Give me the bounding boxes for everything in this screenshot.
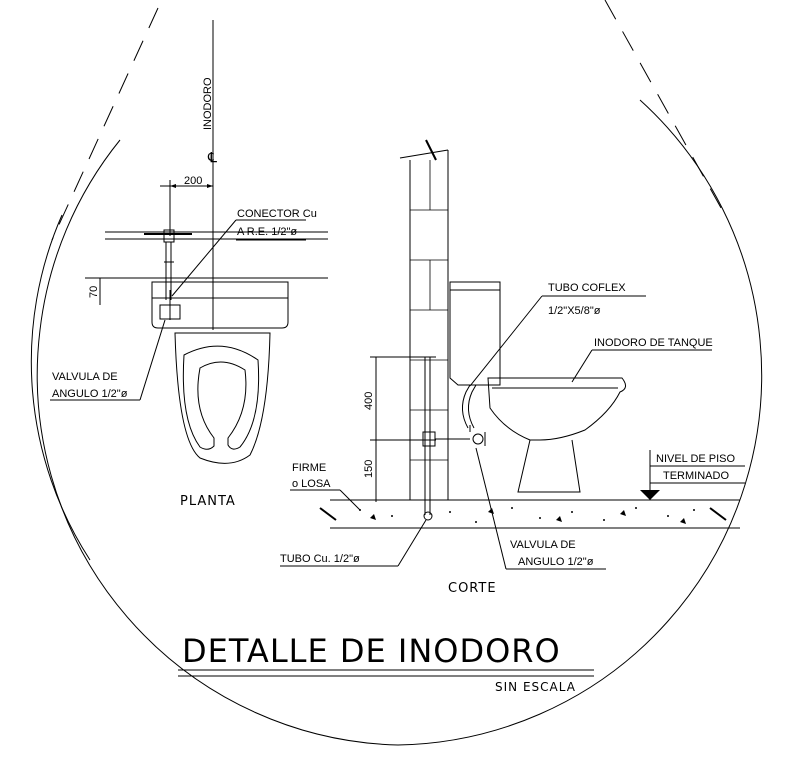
valvula-plan-label-2: ANGULO 1/2"ø [52, 388, 128, 400]
valvula-section-label-2: ANGULO 1/2"ø [518, 556, 594, 568]
section-dim-400: 400 [363, 392, 375, 410]
section-view-label: CORTE [448, 581, 497, 596]
nivel-piso-label-1: NIVEL DE PISO [656, 453, 736, 465]
conector-label-2: A R.E. 1/2"ø [237, 226, 297, 238]
tubo-cu-label: TUBO Cu. 1/2"ø [280, 553, 360, 565]
title-block: DETALLE DE INODORO SIN ESCALA [178, 632, 594, 694]
plan-dim-70: 70 [88, 286, 100, 298]
plan-view: INODORO ℄ 200 70 CONE [50, 20, 328, 509]
plan-dim-200: 200 [184, 175, 202, 187]
concrete-hatch [359, 507, 695, 524]
drawing-title: DETALLE DE INODORO [182, 632, 561, 670]
plan-view-label: PLANTA [180, 494, 236, 509]
frame-circle [30, 0, 763, 746]
firme-label-1: FIRME [292, 462, 326, 474]
centerline-symbol: ℄ [207, 149, 217, 165]
section-dim-150: 150 [363, 460, 375, 478]
section-view: 400 150 [280, 139, 745, 596]
tubo-coflex-label-2: 1/2"X5/8"ø [548, 305, 601, 317]
valvula-section-label-1: VALVULA DE [510, 539, 576, 551]
drawing-scale: SIN ESCALA [495, 680, 576, 694]
inodoro-tanque-label: INODORO DE TANQUE [594, 337, 713, 349]
tubo-coflex-label-1: TUBO COFLEX [548, 282, 626, 294]
nivel-piso-label-2: TERMINADO [663, 470, 729, 482]
valvula-plan-label-1: VALVULA DE [52, 371, 118, 383]
firme-label-2: o LOSA [292, 478, 331, 490]
inodoro-axis-label: INODORO [202, 77, 214, 130]
conector-label-1: CONECTOR Cu [237, 208, 317, 220]
